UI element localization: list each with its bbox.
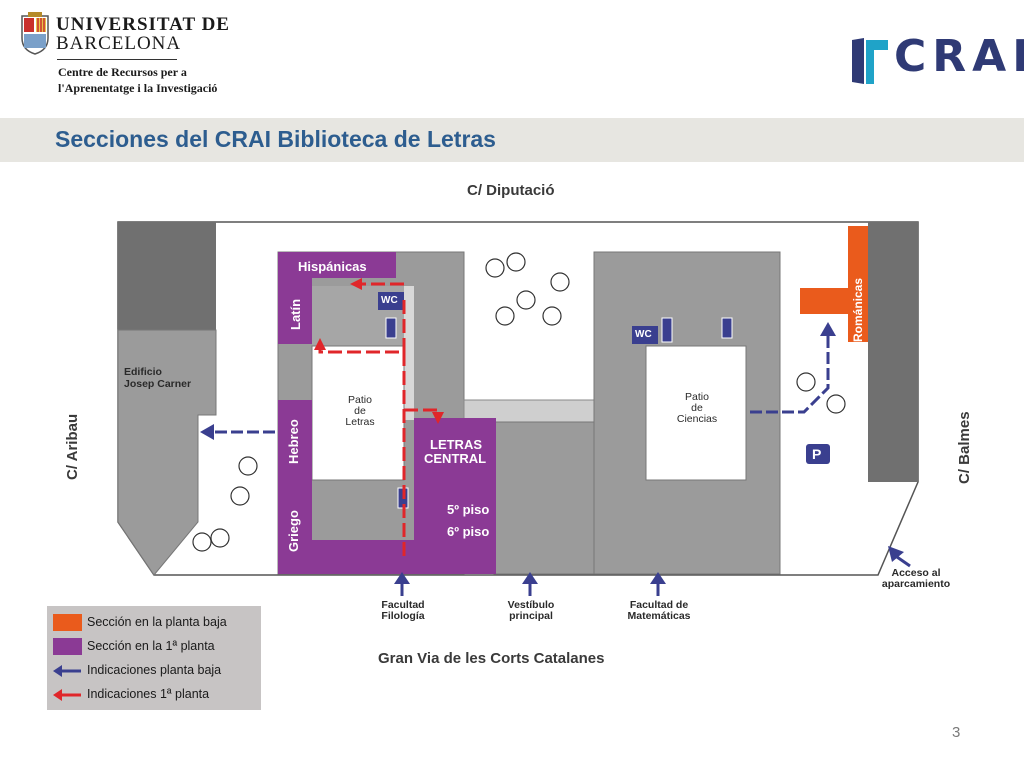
label-carner-1: Edificio — [124, 366, 162, 378]
header-divider — [57, 59, 177, 60]
stairs-2 — [661, 317, 673, 343]
legend-swatch-orange — [53, 614, 82, 631]
section-romanicas-h — [800, 288, 850, 314]
legend-item-first-section: Sección en la 1ª planta — [53, 636, 258, 656]
entrance-stems — [400, 555, 911, 596]
crai-wordmark: CRAI — [894, 31, 1024, 82]
ground-floor-routes — [212, 330, 830, 434]
street-diputacio: C/ Diputació — [467, 182, 555, 199]
label-romanicas: Románicas — [851, 277, 865, 342]
university-name-line1: UNIVERSITAT DE — [56, 14, 230, 35]
stairs-3 — [721, 317, 733, 339]
crai-logo-icon — [850, 36, 890, 86]
wc-letras — [378, 292, 404, 310]
page-title: Secciones del CRAI Biblioteca de Letras — [55, 126, 496, 152]
label-latin: Latín — [288, 298, 303, 330]
label-letras-central-1: LETRAS — [430, 437, 482, 452]
map-legend: Sección en la planta baja Sección en la … — [47, 606, 261, 710]
left-dark-building — [118, 222, 216, 330]
title-band — [0, 118, 1024, 162]
legend-item-ground-section: Sección en la planta baja — [53, 612, 258, 632]
section-hispanicas — [278, 252, 396, 278]
section-hebreo — [278, 400, 312, 480]
wc-ciencias-label: WC — [635, 329, 652, 340]
wc-letras-label: WC — [381, 295, 398, 306]
legend-swatch-purple — [53, 638, 82, 655]
label-hebreo: Hebreo — [286, 419, 301, 464]
unit-name-line1: Centre de Recursos per a — [58, 65, 187, 79]
stairs-1 — [385, 317, 397, 339]
label-hispanicas: Hispánicas — [298, 259, 367, 274]
label-letras-central-2: CENTRAL — [424, 451, 487, 466]
label-piso6: 6º piso — [447, 524, 490, 539]
arrow-left-icon — [53, 689, 81, 701]
label-piso5: 5º piso — [447, 502, 490, 517]
ub-shield-icon — [20, 12, 50, 56]
street-gran-via: Gran Via de les Corts Catalanes — [378, 650, 605, 667]
section-romanicas-v — [848, 226, 868, 342]
first-floor-arrowheads — [314, 278, 444, 424]
right-dark-building — [868, 222, 918, 482]
ground-floor-arrowheads — [200, 322, 904, 584]
arrow-left-icon — [53, 665, 81, 677]
wc-ciencias — [632, 326, 658, 344]
letras-corridor-v — [404, 286, 414, 420]
legend-item-ground-arrow: Indicaciones planta baja — [53, 660, 258, 680]
section-latin — [278, 278, 312, 344]
university-name-line2: BARCELONA — [56, 33, 182, 54]
page-number: 3 — [952, 724, 961, 741]
section-letras-central — [414, 418, 496, 574]
parking-sign — [806, 444, 830, 464]
label-carner-2: Josep Carner — [124, 378, 192, 390]
patio-letras — [311, 345, 405, 481]
unit-name-line2: l'Aprenentatge i la Investigació — [58, 81, 218, 95]
trees — [192, 252, 846, 552]
parking-label: P — [812, 446, 822, 462]
label-griego: Griego — [286, 510, 301, 552]
edificio-josep-carner — [117, 329, 217, 576]
legend-item-first-arrow: Indicaciones 1ª planta — [53, 684, 258, 704]
patio-ciencias — [645, 345, 747, 481]
